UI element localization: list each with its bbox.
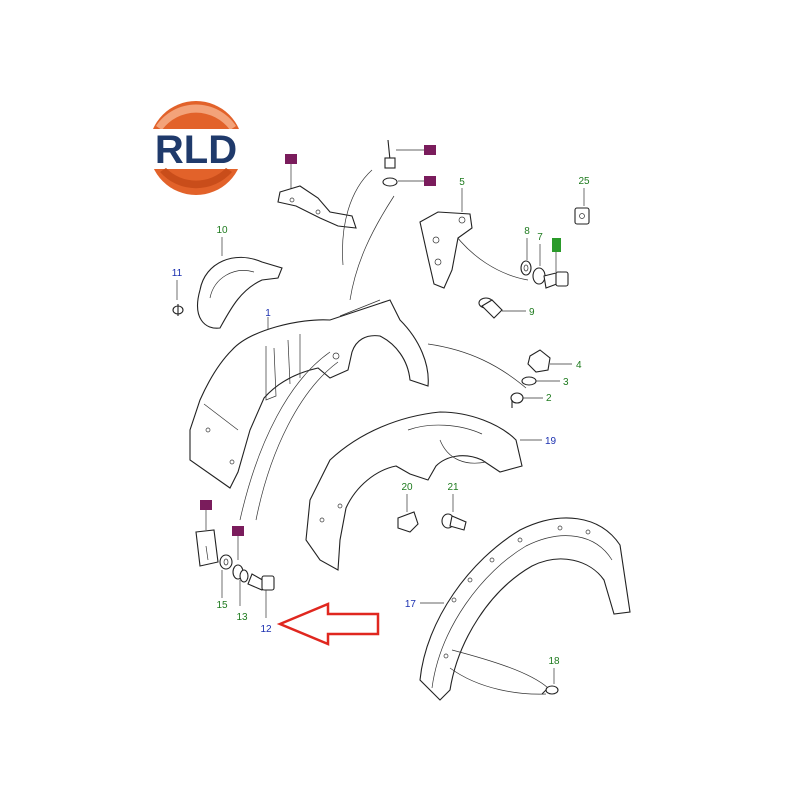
callout-12: 12: [260, 624, 272, 635]
highlight-arrow: [276, 602, 380, 646]
logo-text: RLD: [155, 128, 237, 172]
callout-21: 21: [447, 482, 459, 493]
callout-9: 9: [529, 307, 535, 318]
callout-1: 1: [265, 308, 271, 319]
callout-17: 17: [405, 599, 417, 610]
callout-8: 8: [524, 226, 530, 237]
part-19-liner: [305, 411, 542, 571]
part-10-cover: [197, 237, 283, 329]
pin-top: [382, 139, 436, 187]
callout-4: 4: [576, 360, 582, 371]
callout-15: 15: [216, 600, 228, 611]
callout-3: 3: [563, 377, 569, 388]
part-7-washer: [532, 244, 546, 285]
marker-washer: [424, 176, 436, 186]
marker-washer-lower: [232, 526, 244, 536]
part-25-nut: [574, 188, 590, 225]
part-1-inner-wing: [189, 299, 429, 489]
rld-logo: RLD: [146, 101, 246, 195]
callout-10: 10: [216, 225, 228, 236]
bracket-top: [277, 154, 357, 229]
callout-11: 11: [172, 268, 183, 279]
callout-7: 7: [537, 232, 543, 243]
marker-bolt: [552, 238, 561, 252]
callout-13: 13: [236, 612, 248, 623]
lower-left-fixings: [195, 500, 275, 618]
marker-bracket: [285, 154, 297, 164]
part-4-clip: [527, 349, 572, 373]
part-2-screw: [510, 392, 543, 408]
part-3-washer: [521, 376, 560, 386]
marker-pin: [424, 145, 436, 155]
callout-18: 18: [548, 656, 560, 667]
part-17-wheel-arch: [419, 517, 631, 701]
bolt-right: [543, 238, 569, 289]
callout-25: 25: [578, 176, 590, 187]
callout-2: 2: [546, 393, 552, 404]
part-11-clip: [172, 280, 184, 316]
part-8-washer: [520, 238, 532, 276]
part-20-clip: [397, 494, 419, 533]
marker-plate: [200, 500, 212, 510]
part-9-bush: [478, 297, 526, 319]
part-21-screw: [441, 494, 467, 531]
callout-5: 5: [459, 177, 465, 188]
callout-19: 19: [545, 436, 557, 447]
part-18-clip: [541, 668, 559, 695]
callout-20: 20: [401, 482, 413, 493]
part-5-bracket: [419, 188, 473, 289]
